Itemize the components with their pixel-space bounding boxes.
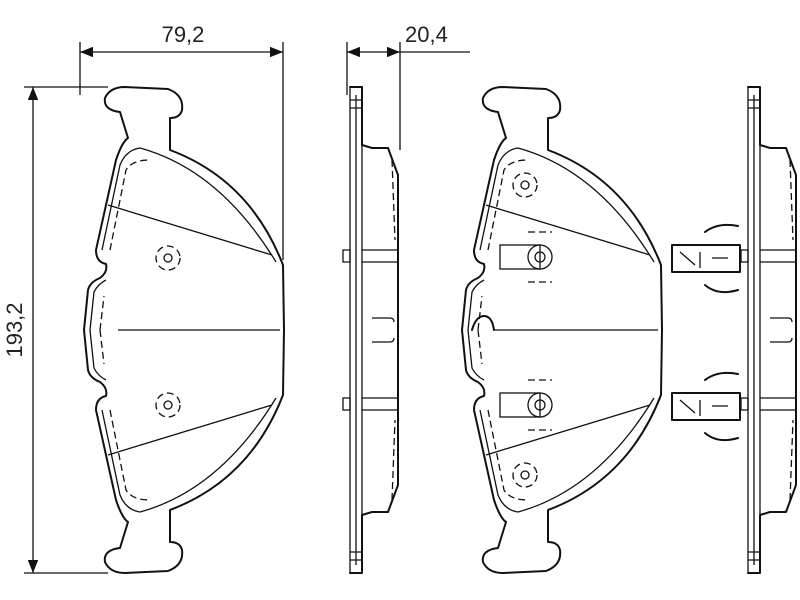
pad-front-view	[83, 86, 285, 574]
clip-upper	[499, 231, 553, 283]
pad-back-side-view	[740, 86, 797, 574]
dimension-width: 79,2	[79, 22, 284, 260]
slot	[471, 315, 495, 331]
spring-clip-side	[671, 223, 741, 442]
pad-side-view	[342, 86, 399, 574]
dimension-thickness: 20,4	[346, 22, 470, 150]
dimension-height: 193,2	[2, 86, 108, 574]
width-label: 79,2	[162, 22, 205, 47]
wear-indicator-mark	[155, 245, 181, 418]
clip-lower	[499, 379, 553, 431]
thickness-label: 20,4	[405, 22, 448, 47]
height-label: 193,2	[2, 302, 27, 357]
pad-back-view	[461, 86, 663, 574]
